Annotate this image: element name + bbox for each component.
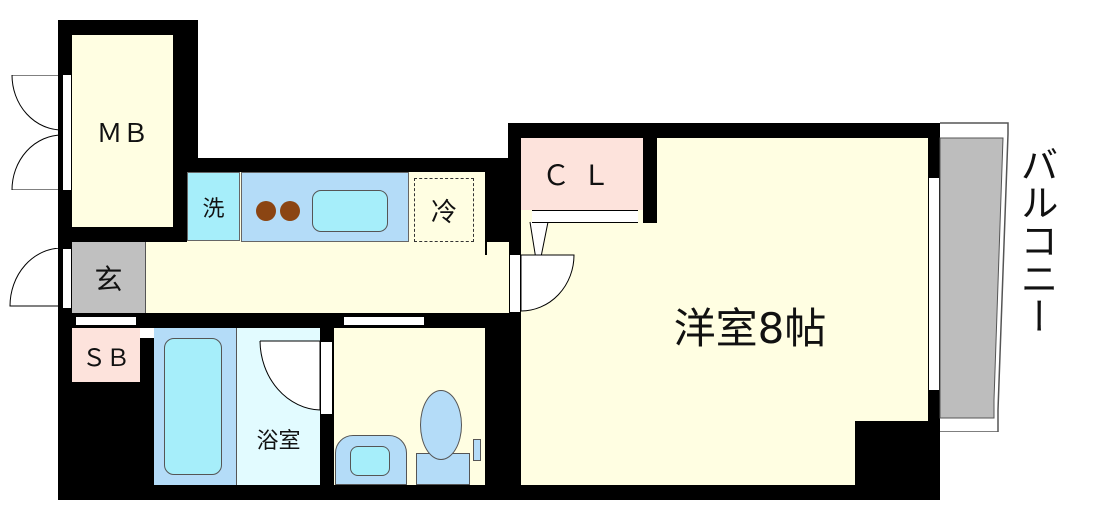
- sink-icon: [312, 190, 388, 232]
- door-opening: [76, 315, 136, 327]
- door-opening: [344, 315, 424, 327]
- door-opening: [320, 342, 333, 414]
- wall: [485, 158, 521, 255]
- closet: ＣＬ: [521, 138, 643, 210]
- front-door-opening: [62, 248, 72, 308]
- wall: [58, 382, 154, 500]
- closet-door: [532, 210, 638, 223]
- balcony-label: バルコニー: [1014, 145, 1058, 335]
- double-door-icon: [11, 75, 63, 190]
- toilet-lever-icon: [473, 439, 481, 461]
- room-door-icon: [520, 221, 575, 312]
- bathtub-icon: [164, 338, 222, 475]
- door-opening: [62, 75, 72, 190]
- washer-space: 洗: [187, 172, 240, 241]
- front-door-icon: [9, 248, 63, 307]
- stove-burner-icon: [280, 201, 300, 221]
- wall: [643, 138, 657, 223]
- toilet-room: [334, 328, 485, 485]
- shoe-box: ＳＢ: [72, 328, 140, 382]
- balcony-outline: [939, 122, 1009, 432]
- entrance: 玄: [72, 242, 146, 313]
- kitchen-counter: [241, 172, 409, 242]
- western-room-label: 洋室8帖: [673, 303, 827, 353]
- corridor: [487, 242, 509, 313]
- bath-door-icon: [259, 340, 321, 411]
- wall: [140, 338, 154, 398]
- wall: [855, 421, 940, 500]
- bathtub-area: [154, 328, 237, 485]
- meter-box: ＭＢ: [72, 35, 173, 227]
- stove-burner-icon: [256, 201, 276, 221]
- fridge-space: 冷: [414, 178, 474, 242]
- basin-bowl-icon: [350, 446, 390, 476]
- toilet-bowl-icon: [420, 390, 462, 460]
- bathroom-label: 浴室: [256, 429, 301, 454]
